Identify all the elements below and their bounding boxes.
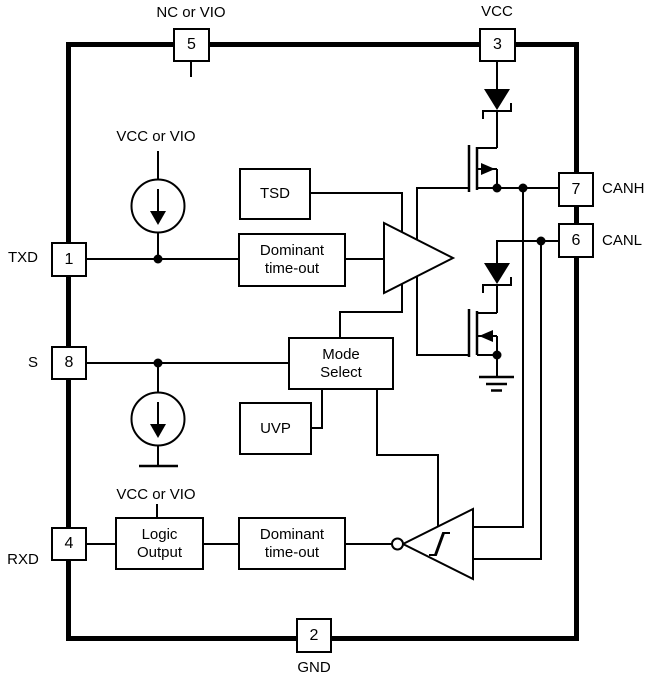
pin-box-7: 7 (558, 172, 594, 207)
s-pulldown-current-source-icon (130, 391, 186, 468)
inverter-bubble-icon (391, 537, 404, 551)
wire-canl (496, 240, 558, 263)
block-label: Logic (141, 525, 178, 543)
pin-label-txd: TXD (8, 249, 38, 266)
block-label: Select (320, 363, 362, 381)
pin-number-8: 8 (64, 354, 74, 371)
junction-dot (153, 358, 163, 368)
junction-dot (492, 350, 502, 360)
pin-label-rxd: RXD (7, 551, 39, 568)
junction-dot (536, 236, 546, 246)
pin-box-1: 1 (51, 242, 87, 277)
supply-label-txd-pullup: VCC or VIO (116, 128, 196, 145)
pin-number-3: 3 (493, 36, 502, 53)
pin-number-4: 4 (64, 535, 74, 552)
block-label: time-out (264, 543, 320, 561)
pin-box-5: 5 (173, 28, 210, 62)
wire-uvp-to-mode-select (311, 390, 323, 429)
block-logic-output: Logic Output (115, 517, 204, 570)
block-label: TSD (260, 185, 290, 202)
wire-mode-select-to-receiver (376, 390, 439, 526)
pin-box-3: 3 (479, 28, 516, 62)
junction-dot (492, 183, 502, 193)
block-label: Output (136, 543, 183, 561)
wires (87, 62, 558, 560)
block-label: time-out (264, 260, 320, 277)
wire-tsd-route (310, 192, 403, 337)
pin-box-6: 6 (558, 223, 594, 258)
pin-label-canh: CANH (602, 180, 645, 197)
pin-label-s: S (27, 354, 38, 371)
block-dominant-timeout-tx: Dominant time-out (238, 233, 346, 287)
driver-amplifier-icon (383, 221, 456, 295)
ground-icon (479, 355, 514, 392)
supply-label-logic-output: VCC or VIO (116, 486, 196, 503)
canh-mosfet-icon (467, 145, 498, 192)
junction-dot (153, 254, 163, 264)
block-label: Mode (322, 345, 360, 363)
block-label: UVP (260, 419, 291, 437)
canl-zener-diode-icon (482, 263, 512, 293)
block-tsd: TSD (239, 168, 311, 220)
wire-canh-to-receiver (474, 188, 524, 528)
pin-label-gnd: GND (297, 659, 331, 676)
junction-dots (153, 183, 546, 368)
pin-box-4: 4 (51, 527, 87, 561)
pin-box-8: 8 (51, 346, 87, 380)
pin-number-5: 5 (187, 36, 196, 53)
block-dominant-timeout-rx: Dominant time-out (238, 517, 346, 570)
pin-label-canl: CANL (602, 232, 643, 249)
block-mode-select: Mode Select (288, 337, 394, 390)
block-label: Dominant (259, 525, 325, 543)
pin-number-2: 2 (309, 626, 319, 644)
pin-label-vcc: VCC (481, 3, 513, 20)
txd-pullup-current-source-icon (130, 178, 186, 234)
pin-number-7: 7 (571, 180, 581, 198)
canh-zener-diode-icon (482, 89, 512, 119)
wire-canl-to-receiver (474, 241, 542, 560)
canl-mosfet-icon (467, 309, 498, 357)
pin-number-1: 1 (64, 250, 74, 268)
block-uvp: UVP (239, 402, 312, 455)
block-label: Dominant (259, 242, 325, 259)
pin-label-nc-or-vio: NC or VIO (156, 4, 226, 21)
hysteresis-icon (429, 532, 450, 556)
junction-dot (518, 183, 528, 193)
pin-number-6: 6 (571, 231, 581, 249)
pin-box-2: 2 (296, 618, 332, 653)
receiver-schmitt-icon (391, 507, 474, 581)
